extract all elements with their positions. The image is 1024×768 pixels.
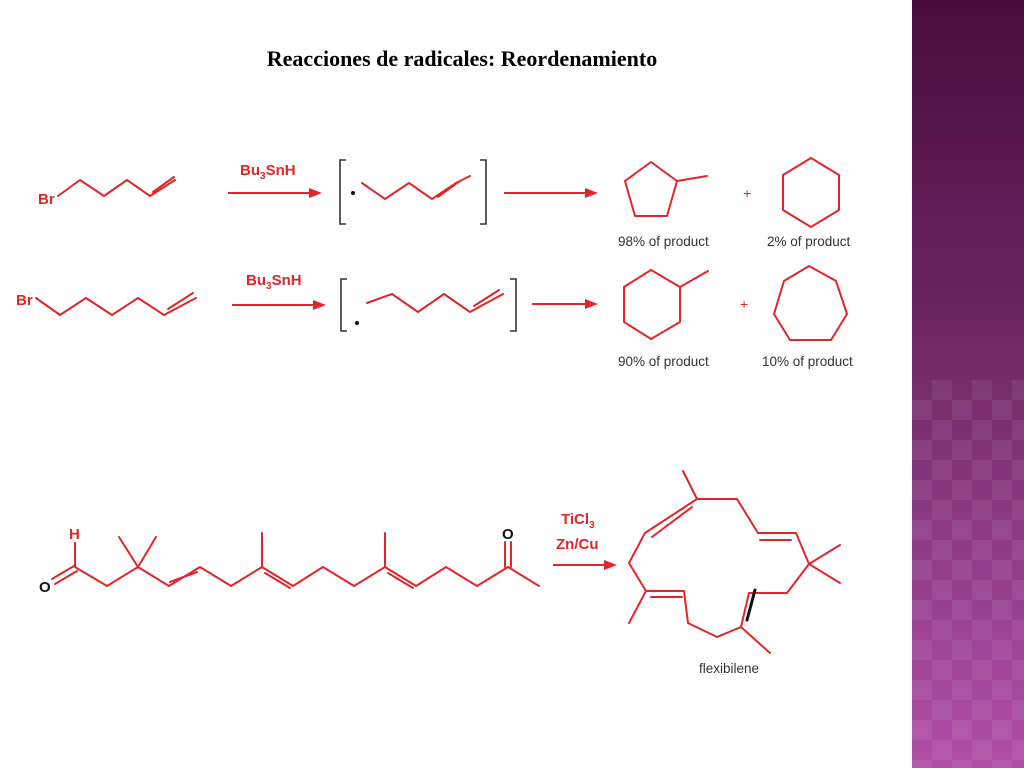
- reaction2-br-label: Br: [16, 292, 33, 309]
- reaction3-reactant-ketoaldehyde: H O O: [39, 526, 540, 596]
- diamond-pattern: [912, 380, 1024, 768]
- reaction1-product-cyclohexane: 2% of product: [767, 157, 851, 249]
- reaction3-reagent2-label: Zn/Cu: [556, 536, 599, 553]
- reaction1-reagent-label: Bu3SnH: [240, 162, 296, 182]
- reaction2-product-methylcyclohexane: 90% of product: [618, 269, 709, 369]
- reaction1-product-a-caption: 98% of product: [618, 234, 709, 249]
- reaction3-product-flexibilene: flexibilene: [628, 470, 841, 676]
- side-decorative-panel: [912, 0, 1024, 768]
- reaction1-product-b-caption: 2% of product: [767, 234, 851, 249]
- reaction1-reagent-arrow: Bu3SnH: [228, 162, 322, 198]
- reaction2-product-b-caption: 10% of product: [762, 354, 853, 369]
- reaction2-radical-intermediate: [340, 278, 517, 332]
- reaction-1: Br Bu3SnH 98% of product: [38, 157, 851, 249]
- reaction1-reactant-bromopentene: Br: [38, 176, 176, 208]
- reaction1-br-label: Br: [38, 191, 55, 208]
- radical-dot: [355, 321, 359, 325]
- reaction2-reagent-arrow: Bu3SnH: [232, 272, 326, 310]
- reaction3-reagent1-label: TiCl3: [561, 511, 595, 531]
- reaction-2: Br Bu3SnH 90% of product +: [16, 265, 853, 369]
- reaction2-product-a-caption: 90% of product: [618, 354, 709, 369]
- reaction1-product-methylcyclopentane: 98% of product: [618, 161, 709, 249]
- reaction2-reactant-bromohexene: Br: [16, 292, 197, 316]
- reaction1-arrow-2: [504, 188, 598, 198]
- reaction3-ketone-o-label: O: [502, 526, 514, 543]
- reaction3-reagent-arrow: TiCl3 Zn/Cu: [553, 511, 617, 570]
- reaction1-radical-intermediate: [339, 159, 487, 225]
- reaction3-aldehyde-o-label: O: [39, 579, 51, 596]
- reaction2-reagent-label: Bu3SnH: [246, 272, 302, 292]
- radical-dot: [351, 191, 355, 195]
- reaction2-product-cycloheptane: 10% of product: [762, 265, 853, 369]
- reaction3-product-caption: flexibilene: [699, 661, 759, 676]
- reaction3-aldehyde-h-label: H: [69, 526, 80, 543]
- reaction2-plus-sign: +: [740, 296, 748, 312]
- slide-title: Reacciones de radicales: Reordenamiento: [266, 46, 658, 71]
- reaction-scheme: Br Bu3SnH 98% of product: [16, 157, 853, 676]
- reaction-3: H O O TiCl3 Zn/Cu: [39, 470, 841, 676]
- reaction2-arrow-2: [532, 299, 598, 309]
- reaction1-plus-sign: +: [743, 185, 751, 201]
